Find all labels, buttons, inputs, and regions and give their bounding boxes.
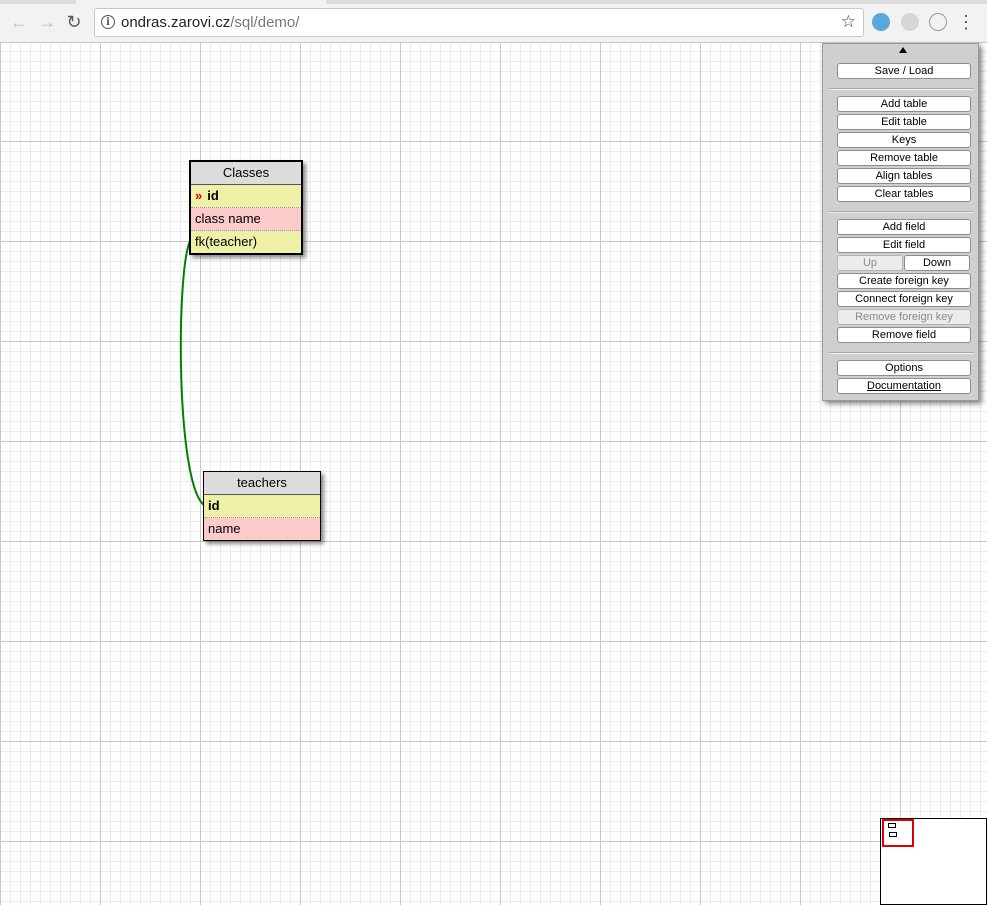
- move-down-button[interactable]: Down: [904, 255, 970, 271]
- field-row[interactable]: fk(teacher): [191, 231, 301, 253]
- url-path: /sql/demo/: [230, 14, 300, 31]
- remove-foreign-key-button[interactable]: Remove foreign key: [837, 309, 971, 325]
- edit-table-button[interactable]: Edit table: [837, 114, 971, 130]
- url-text[interactable]: ondras.zarovi.cz/sql/demo/: [121, 14, 299, 31]
- remove-field-button[interactable]: Remove field: [837, 327, 971, 343]
- back-arrow-icon[interactable]: ←: [10, 11, 28, 32]
- extension-icon[interactable]: [872, 13, 890, 31]
- remove-table-button[interactable]: Remove table: [837, 150, 971, 166]
- field-label: id: [208, 498, 220, 513]
- divider: [829, 211, 974, 213]
- url-host: ondras.zarovi.cz: [121, 14, 231, 31]
- save-load-button[interactable]: Save / Load: [837, 63, 971, 79]
- move-up-button[interactable]: Up: [837, 255, 903, 271]
- create-foreign-key-button[interactable]: Create foreign key: [837, 273, 971, 289]
- tab-strip: [0, 0, 987, 4]
- table-title[interactable]: teachers: [204, 472, 320, 495]
- extension-icon[interactable]: [901, 13, 919, 31]
- table-teachers[interactable]: teachers id name: [203, 471, 321, 541]
- forward-arrow-icon[interactable]: →: [38, 11, 56, 32]
- control-panel: Save / Load Add table Edit table Keys Re…: [822, 43, 979, 401]
- table-title[interactable]: Classes: [191, 162, 301, 185]
- minimap-table: [889, 832, 897, 837]
- minimap-table: [888, 823, 896, 828]
- add-table-button[interactable]: Add table: [837, 96, 971, 112]
- table-classes[interactable]: Classes » id class name fk(teacher): [189, 160, 303, 255]
- keys-button[interactable]: Keys: [837, 132, 971, 148]
- minimap-viewport[interactable]: [882, 819, 914, 847]
- minimap[interactable]: [880, 818, 987, 905]
- documentation-link[interactable]: Documentation: [837, 378, 971, 394]
- relations-layer: [179, 240, 205, 506]
- connect-foreign-key-button[interactable]: Connect foreign key: [837, 291, 971, 307]
- edit-field-button[interactable]: Edit field: [837, 237, 971, 253]
- field-row[interactable]: name: [204, 518, 320, 540]
- address-bar[interactable]: i ondras.zarovi.cz/sql/demo/ ☆: [94, 8, 864, 37]
- foreign-key-marker-icon: »: [195, 188, 203, 203]
- reload-icon[interactable]: ↻: [66, 11, 82, 32]
- options-button[interactable]: Options: [837, 360, 971, 376]
- field-label: class name: [195, 211, 261, 226]
- collapse-triangle-icon[interactable]: [899, 47, 907, 53]
- relation-line[interactable]: [179, 240, 205, 506]
- extension-icon[interactable]: [929, 13, 947, 31]
- browser-menu-icon[interactable]: ⋮: [957, 12, 975, 32]
- bookmark-star-icon[interactable]: ☆: [840, 12, 856, 31]
- field-row[interactable]: id: [204, 495, 320, 518]
- divider: [829, 352, 974, 354]
- add-field-button[interactable]: Add field: [837, 219, 971, 235]
- info-icon[interactable]: i: [101, 15, 115, 29]
- field-label: name: [208, 521, 241, 536]
- align-tables-button[interactable]: Align tables: [837, 168, 971, 184]
- field-row[interactable]: » id: [191, 185, 301, 208]
- clear-tables-button[interactable]: Clear tables: [837, 186, 971, 202]
- field-label: fk(teacher): [195, 234, 258, 249]
- field-row[interactable]: class name: [191, 208, 301, 231]
- field-label: id: [207, 188, 219, 203]
- divider: [829, 88, 974, 90]
- active-tab[interactable]: [76, 0, 326, 4]
- browser-toolbar: ← → ↻ i ondras.zarovi.cz/sql/demo/ ☆ ⋮: [0, 0, 987, 43]
